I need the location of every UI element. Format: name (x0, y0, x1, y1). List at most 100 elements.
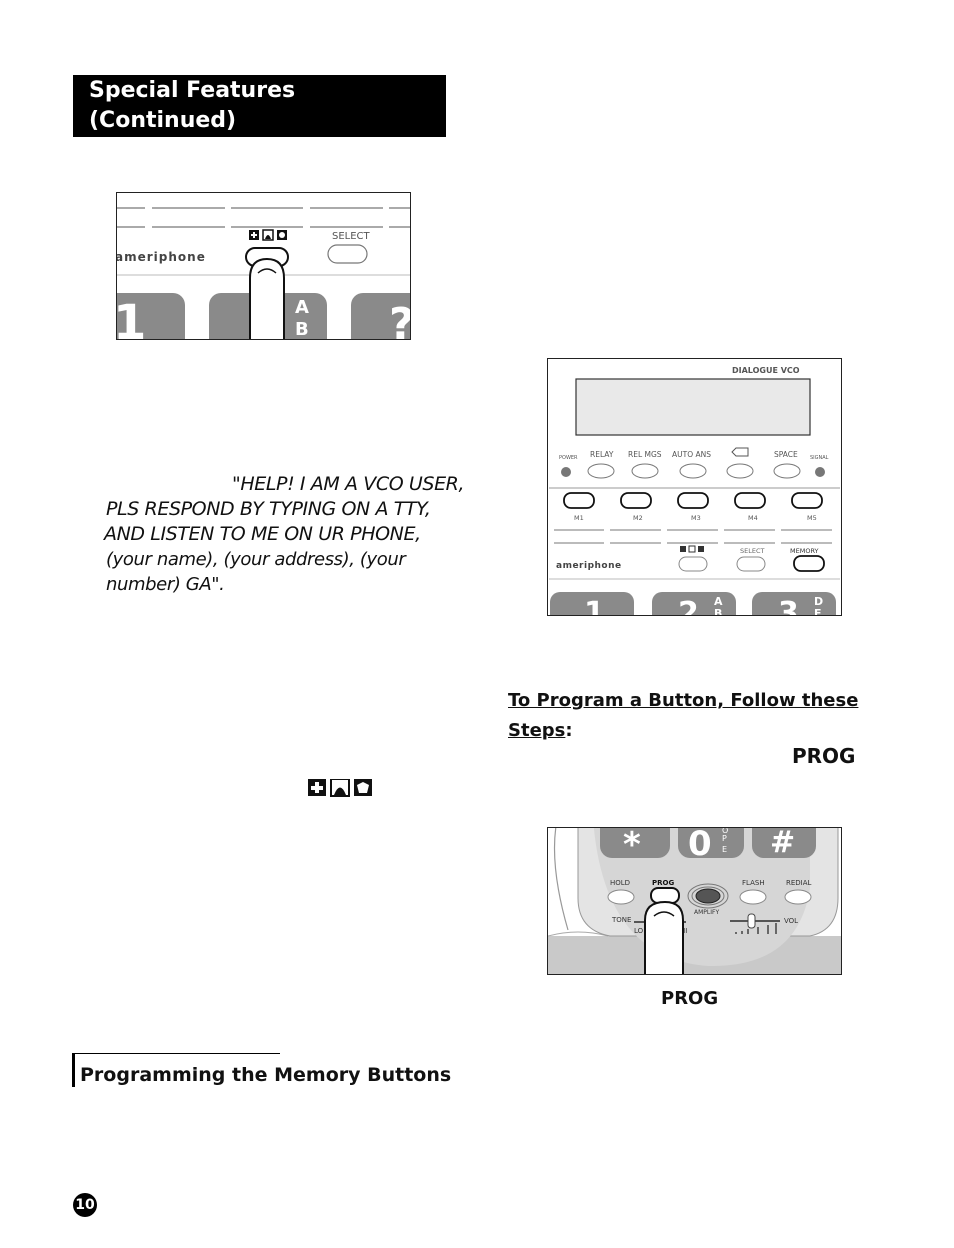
key-3-small-label: 3 (778, 596, 799, 615)
lcd-display (575, 378, 811, 436)
redial-button[interactable] (784, 889, 812, 905)
figure-memory-panel: DIALOGUE VCO POWER RELAY REL MGS AUTO ANS SP… (547, 358, 842, 616)
key-zero[interactable] (678, 828, 744, 858)
signal-indicator (815, 467, 825, 477)
flash-button[interactable] (739, 889, 767, 905)
top-label-2: REL MGS (628, 450, 662, 459)
finger-icon (249, 257, 285, 339)
memory-button[interactable] (793, 555, 825, 572)
redial-label: REDIAL (786, 879, 812, 887)
figure-prog-button: * 0 O P E # HOLD PROG FLASH REDIAL AMPLI… (547, 827, 842, 975)
flash-label: FLASH (742, 879, 765, 887)
emergency-icons-inline (308, 778, 374, 801)
hold-label: HOLD (610, 879, 630, 887)
lo-label: LO (634, 927, 644, 935)
top-label-5: SPACE (774, 450, 798, 459)
message-line-4: (your name), (your address), (your (106, 549, 406, 570)
message-line-5: number) GA". (106, 574, 225, 595)
memory-label-m3: M3 (691, 514, 701, 522)
emergency-icons (249, 229, 287, 241)
relay-button[interactable] (587, 463, 615, 479)
volume-slider[interactable] (747, 913, 756, 929)
emergency-icons-small (680, 545, 704, 553)
key-3-label: ? (389, 299, 410, 339)
memory-label-m4: M4 (748, 514, 758, 522)
memory-button-m2[interactable] (620, 492, 652, 509)
select-label: SELECT (332, 231, 371, 242)
tone-label: TONE (611, 916, 631, 924)
power-indicator (561, 467, 571, 477)
key-1-label: 1 (117, 295, 146, 339)
page-number: 10 (73, 1193, 97, 1217)
prog-caption: PROG (661, 988, 719, 1009)
key-star[interactable] (600, 828, 670, 858)
key-2-small-letters: A (714, 595, 723, 608)
key-3[interactable] (351, 293, 410, 339)
rel-mgs-button[interactable] (631, 463, 659, 479)
steps-title-b: Steps (508, 720, 566, 741)
prog-label: PROG (652, 879, 674, 887)
steps-heading: To Program a Button, Follow these Steps: (508, 686, 868, 746)
memory-button-m3[interactable] (677, 492, 709, 509)
key-1-small-label: 1 (584, 596, 605, 615)
key-2-letter-b: B (295, 319, 309, 339)
message-line-2: PLS RESPOND BY TYPING ON A TTY, (106, 498, 431, 520)
key-hash[interactable] (752, 828, 816, 858)
key-3-small[interactable] (752, 592, 836, 615)
steps-colon: : (565, 720, 573, 741)
key-2-small-label: 2 (678, 596, 699, 615)
top-label-3: AUTO ANS (672, 450, 711, 459)
backspace-button[interactable] (726, 463, 754, 479)
memory-label: MEMORY (790, 547, 819, 555)
steps-title-a: To Program a Button, Follow these (508, 690, 859, 711)
header-line-2: (Continued) (89, 108, 237, 133)
message-line-3: AND LISTEN TO ME ON UR PHONE, (104, 523, 421, 545)
brand-logo-small: ameriphone (556, 561, 622, 571)
amplify-label: AMPLIFY (694, 909, 719, 916)
memory-label-m1: M1 (574, 514, 584, 522)
space-button[interactable] (773, 463, 801, 479)
hold-button[interactable] (607, 889, 635, 905)
header-line-1: Special Features (89, 78, 296, 103)
key-hash-label: # (770, 828, 795, 860)
key-3-small-letters: D (814, 595, 823, 608)
section-title: Programming the Memory Buttons (80, 1064, 452, 1086)
prog-keyword: PROG (792, 744, 856, 768)
key-star-label: * (623, 828, 641, 865)
emergency-message: "HELP! I AM A VCO USER, PLS RESPOND BY T… (104, 472, 474, 597)
backspace-icon (731, 447, 749, 457)
memory-label-m5: M5 (807, 514, 817, 522)
memory-button-m4[interactable] (734, 492, 766, 509)
select-button[interactable] (327, 244, 368, 264)
finger-icon (644, 900, 684, 974)
emergency-button-small[interactable] (678, 556, 708, 572)
amplify-button[interactable] (695, 888, 721, 904)
key-2-letter-a: A (295, 297, 309, 318)
message-line-1: "HELP! I AM A VCO USER, (232, 473, 465, 495)
vol-label: VOL (784, 917, 798, 925)
svg-text:E: E (722, 845, 727, 854)
top-label-6: SIGNAL (810, 455, 829, 461)
section-heading: Programming the Memory Buttons (72, 1053, 465, 1087)
top-label-0: POWER (559, 455, 578, 461)
prog-button[interactable] (650, 887, 680, 904)
auto-ans-button[interactable] (679, 463, 707, 479)
key-1-small[interactable] (550, 592, 634, 615)
top-label-1: RELAY (590, 450, 614, 459)
memory-button-m1[interactable] (563, 492, 595, 509)
model-name: DIALOGUE VCO (732, 366, 800, 375)
select-label-small: SELECT (740, 547, 764, 555)
svg-text:P: P (722, 834, 727, 843)
key-2-small[interactable] (652, 592, 736, 615)
svg-text:O: O (722, 828, 728, 835)
section-header: Special Features (Continued) (73, 75, 446, 137)
select-button-small[interactable] (736, 556, 766, 572)
memory-button-m5[interactable] (791, 492, 823, 509)
key-zero-label: 0 (688, 828, 712, 864)
svg-text:E: E (814, 607, 822, 615)
figure-emergency-button: SELECT ameriphone 1 A B ? (116, 192, 411, 340)
brand-logo: ameriphone (117, 250, 206, 264)
svg-text:B: B (714, 607, 722, 615)
memory-label-m2: M2 (633, 514, 643, 522)
key-1[interactable] (117, 293, 185, 339)
